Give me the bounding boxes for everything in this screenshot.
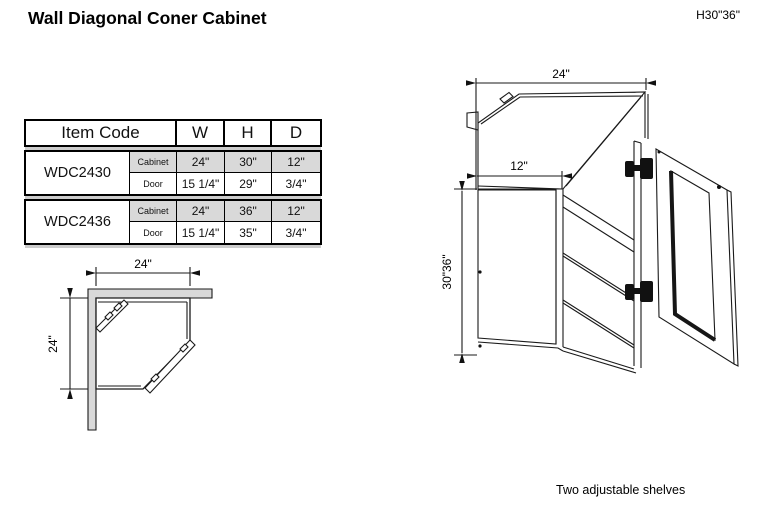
iso-shelves: [562, 140, 642, 374]
plan-width-dimension: [86, 267, 200, 286]
door-w: 15 1/4": [177, 222, 225, 243]
row-label-cabinet: Cabinet: [130, 201, 177, 222]
door-h: 29": [225, 173, 272, 194]
plan-depth-dimension: [60, 288, 88, 399]
iso-left-panel: [477, 189, 557, 345]
page-title: Wall Diagonal Coner Cabinet: [28, 8, 267, 28]
cabinet-h: 36": [225, 201, 272, 222]
iso-open-door: [655, 148, 739, 367]
iso-height-label: 30"36": [440, 254, 454, 289]
door-d: 3/4": [285, 225, 307, 240]
table-gap: [25, 196, 321, 199]
table-gap: [25, 245, 321, 248]
iso-side-width-dimension: [467, 171, 572, 189]
iso-view-diagram: 24" 12" 30"36": [440, 67, 739, 374]
spec-table-header: Item Code W H D: [24, 119, 322, 147]
item-code: WDC2430: [26, 152, 130, 194]
cabinet-w: 24": [177, 152, 225, 173]
plan-view-diagram: 24" 24": [46, 257, 213, 431]
row-label-door: Door: [130, 173, 177, 194]
iso-top-width-label: 24": [552, 67, 570, 81]
plan-depth-label: 24": [46, 335, 60, 353]
door-h: 35": [225, 222, 272, 243]
plan-open-door: [95, 299, 129, 333]
header-d: D: [289, 123, 303, 142]
header-h: H: [225, 121, 272, 145]
door-d: 3/4": [285, 176, 307, 191]
plan-width-label: 24": [134, 257, 152, 271]
row-label-door: Door: [130, 222, 177, 243]
table-row-wdc2436: WDC2436 Cabinet 24" 36" 12" Door 15 1/4"…: [24, 199, 322, 245]
cabinet-h: 30": [225, 152, 272, 173]
height-note: H30"36": [696, 8, 740, 22]
header-w: W: [177, 121, 225, 145]
cabinet-w: 24": [177, 201, 225, 222]
item-code: WDC2436: [26, 201, 130, 243]
iso-side-width-label: 12": [510, 159, 528, 173]
iso-hinge-top: [625, 158, 653, 179]
door-w: 15 1/4": [177, 173, 225, 194]
cabinet-d: 12": [272, 201, 320, 222]
iso-top-width-dimension: [466, 78, 656, 190]
table-row-wdc2430: WDC2430 Cabinet 24" 30" 12" Door 15 1/4"…: [24, 150, 322, 196]
shelves-note: Two adjustable shelves: [556, 483, 686, 497]
cabinet-d: 12": [272, 152, 320, 173]
iso-hinge-bottom: [625, 281, 653, 302]
header-item-code: Item Code: [26, 121, 177, 145]
row-label-cabinet: Cabinet: [130, 152, 177, 173]
plan-diagonal-door: [144, 339, 196, 394]
table-gap: [25, 147, 321, 150]
spec-table: Item Code W H D WDC2430 Cabinet 24" 30" …: [24, 119, 322, 248]
iso-height-dimension: [454, 181, 477, 363]
